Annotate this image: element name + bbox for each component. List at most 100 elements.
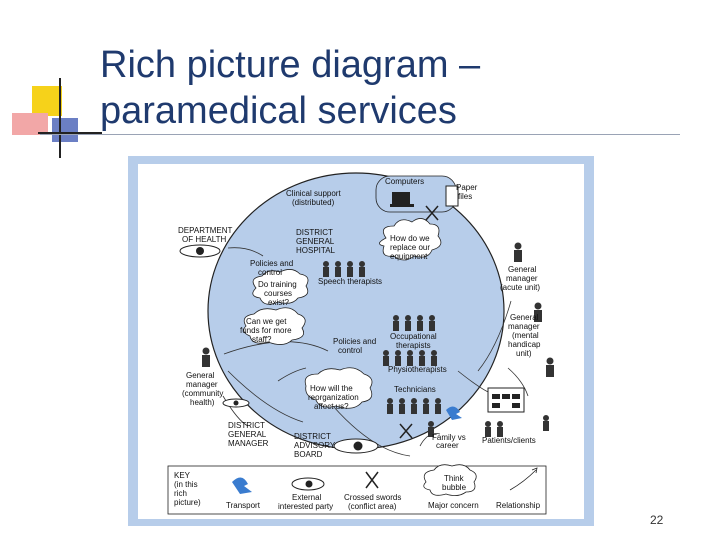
key-relationship-line — [509, 469, 537, 491]
title-line-2: paramedical services — [100, 90, 457, 132]
person-icon — [405, 315, 411, 331]
person-icon — [387, 398, 393, 414]
person-icon — [534, 302, 542, 322]
person-icon — [393, 315, 399, 331]
decor-vertical-line — [59, 78, 61, 158]
label-training-2: courses — [264, 289, 292, 298]
person-icon — [485, 421, 491, 437]
label-gm-community-1: General — [186, 371, 215, 380]
eye-icon — [179, 244, 221, 258]
key-swords-1: Crossed swords — [344, 493, 401, 502]
key-transport-icon — [232, 477, 252, 494]
key-transport-label: Transport — [226, 501, 261, 510]
label-gm-acute-1: General — [508, 265, 537, 274]
people-icons — [202, 242, 554, 437]
person-icon — [514, 242, 522, 262]
label-gm-acute-3: (acute unit) — [500, 283, 540, 292]
crossed-swords-icon — [399, 423, 413, 439]
label-reorg-1: How will the — [310, 384, 353, 393]
label-dgm-1: DISTRICT — [228, 421, 265, 430]
person-icon — [323, 261, 329, 277]
key-box — [167, 465, 547, 515]
diagram-labels: Computers Paper files Clinical support (… — [178, 177, 541, 459]
think-bubble — [243, 307, 306, 345]
person-icon — [435, 398, 441, 414]
label-gm-acute-2: manager — [506, 274, 538, 283]
title-rule — [40, 134, 680, 135]
label-clinical-support-1: Clinical support — [286, 189, 341, 198]
key-eye-icon — [291, 477, 325, 491]
eye-icon — [222, 398, 250, 408]
label-clinical-support-2: (distributed) — [292, 198, 335, 207]
building-icon — [487, 387, 525, 413]
key-title-2: (in this — [174, 480, 198, 489]
label-paper-files-1: Paper — [456, 183, 478, 192]
person-icon — [417, 315, 423, 331]
relationship-line — [277, 367, 307, 382]
title-line-1: Rich picture diagram – — [100, 44, 481, 86]
label-family-2: career — [436, 441, 459, 450]
key-title-3: rich — [174, 489, 187, 498]
key-title-1: KEY — [174, 471, 191, 480]
label-policies-mid-1: Policies and — [333, 337, 376, 346]
crossed-swords-icon — [425, 205, 439, 221]
person-icon — [399, 398, 405, 414]
person-icon — [347, 261, 353, 277]
person-icon — [429, 315, 435, 331]
decor-blue-square — [52, 118, 78, 142]
label-occupational-1: Occupational — [390, 332, 437, 341]
relationship-line — [507, 367, 529, 397]
relationship-line — [227, 247, 264, 257]
person-icon — [543, 415, 549, 431]
label-replace-1: How do we — [390, 234, 430, 243]
person-icon — [497, 421, 503, 437]
label-computers: Computers — [385, 177, 424, 186]
label-funds-3: staff? — [252, 335, 272, 344]
label-patients: Patients/clients — [482, 436, 536, 445]
label-dgh-2: GENERAL — [296, 237, 335, 246]
label-gm-community-4: health) — [190, 398, 215, 407]
person-icon — [359, 261, 365, 277]
label-paper-files-2: files — [458, 192, 472, 201]
person-icon — [419, 350, 425, 366]
label-gm-community-2: manager — [186, 380, 218, 389]
label-dab-2: ADVISORY — [294, 441, 336, 450]
rich-picture-diagram: Computers Paper files Clinical support (… — [128, 156, 594, 526]
relationship-line — [227, 370, 304, 423]
label-training-1: Do training — [258, 280, 297, 289]
slide-title: Rich picture diagram – paramedical servi… — [100, 42, 660, 134]
label-gm-mental-1: General — [510, 313, 539, 322]
district-boundary-ellipse — [207, 172, 505, 450]
label-dept-health-1: DEPARTMENT — [178, 226, 232, 235]
key-swords-2: (conflict area) — [348, 502, 397, 511]
person-icon — [411, 398, 417, 414]
think-bubble — [252, 269, 309, 305]
relationship-line — [477, 300, 512, 372]
transport-arrow-icon — [446, 406, 462, 420]
label-occupational-2: therapists — [396, 341, 431, 350]
label-dab-3: BOARD — [294, 450, 323, 459]
think-bubble — [379, 218, 442, 261]
label-dgh-3: HOSPITAL — [296, 246, 336, 255]
decor-yellow-square — [32, 86, 62, 116]
label-gm-mental-3: (mental — [512, 331, 539, 340]
person-icon — [423, 398, 429, 414]
key-bubble-1: Think — [444, 474, 465, 483]
keyboard-icon — [390, 204, 414, 207]
label-funds-2: funds for more — [240, 326, 292, 335]
label-reorg-2: reorganization — [308, 393, 359, 402]
person-icon — [407, 350, 413, 366]
label-gm-mental-2: manager — [508, 322, 540, 331]
decor-red-square — [12, 113, 48, 135]
decor-horizontal-line — [38, 132, 102, 134]
person-icon — [202, 347, 210, 367]
label-speech: Speech therapists — [318, 277, 382, 286]
label-replace-2: replace our — [390, 243, 430, 252]
label-dgm-3: MANAGER — [228, 439, 269, 448]
label-reorg-3: affect us? — [314, 402, 349, 411]
key-external-2: interested party — [278, 502, 333, 511]
think-bubble — [304, 367, 373, 409]
key-relationship-arrowhead — [531, 467, 538, 474]
label-family-1: Family vs — [432, 433, 466, 442]
key-bubble-2: bubble — [442, 483, 467, 492]
